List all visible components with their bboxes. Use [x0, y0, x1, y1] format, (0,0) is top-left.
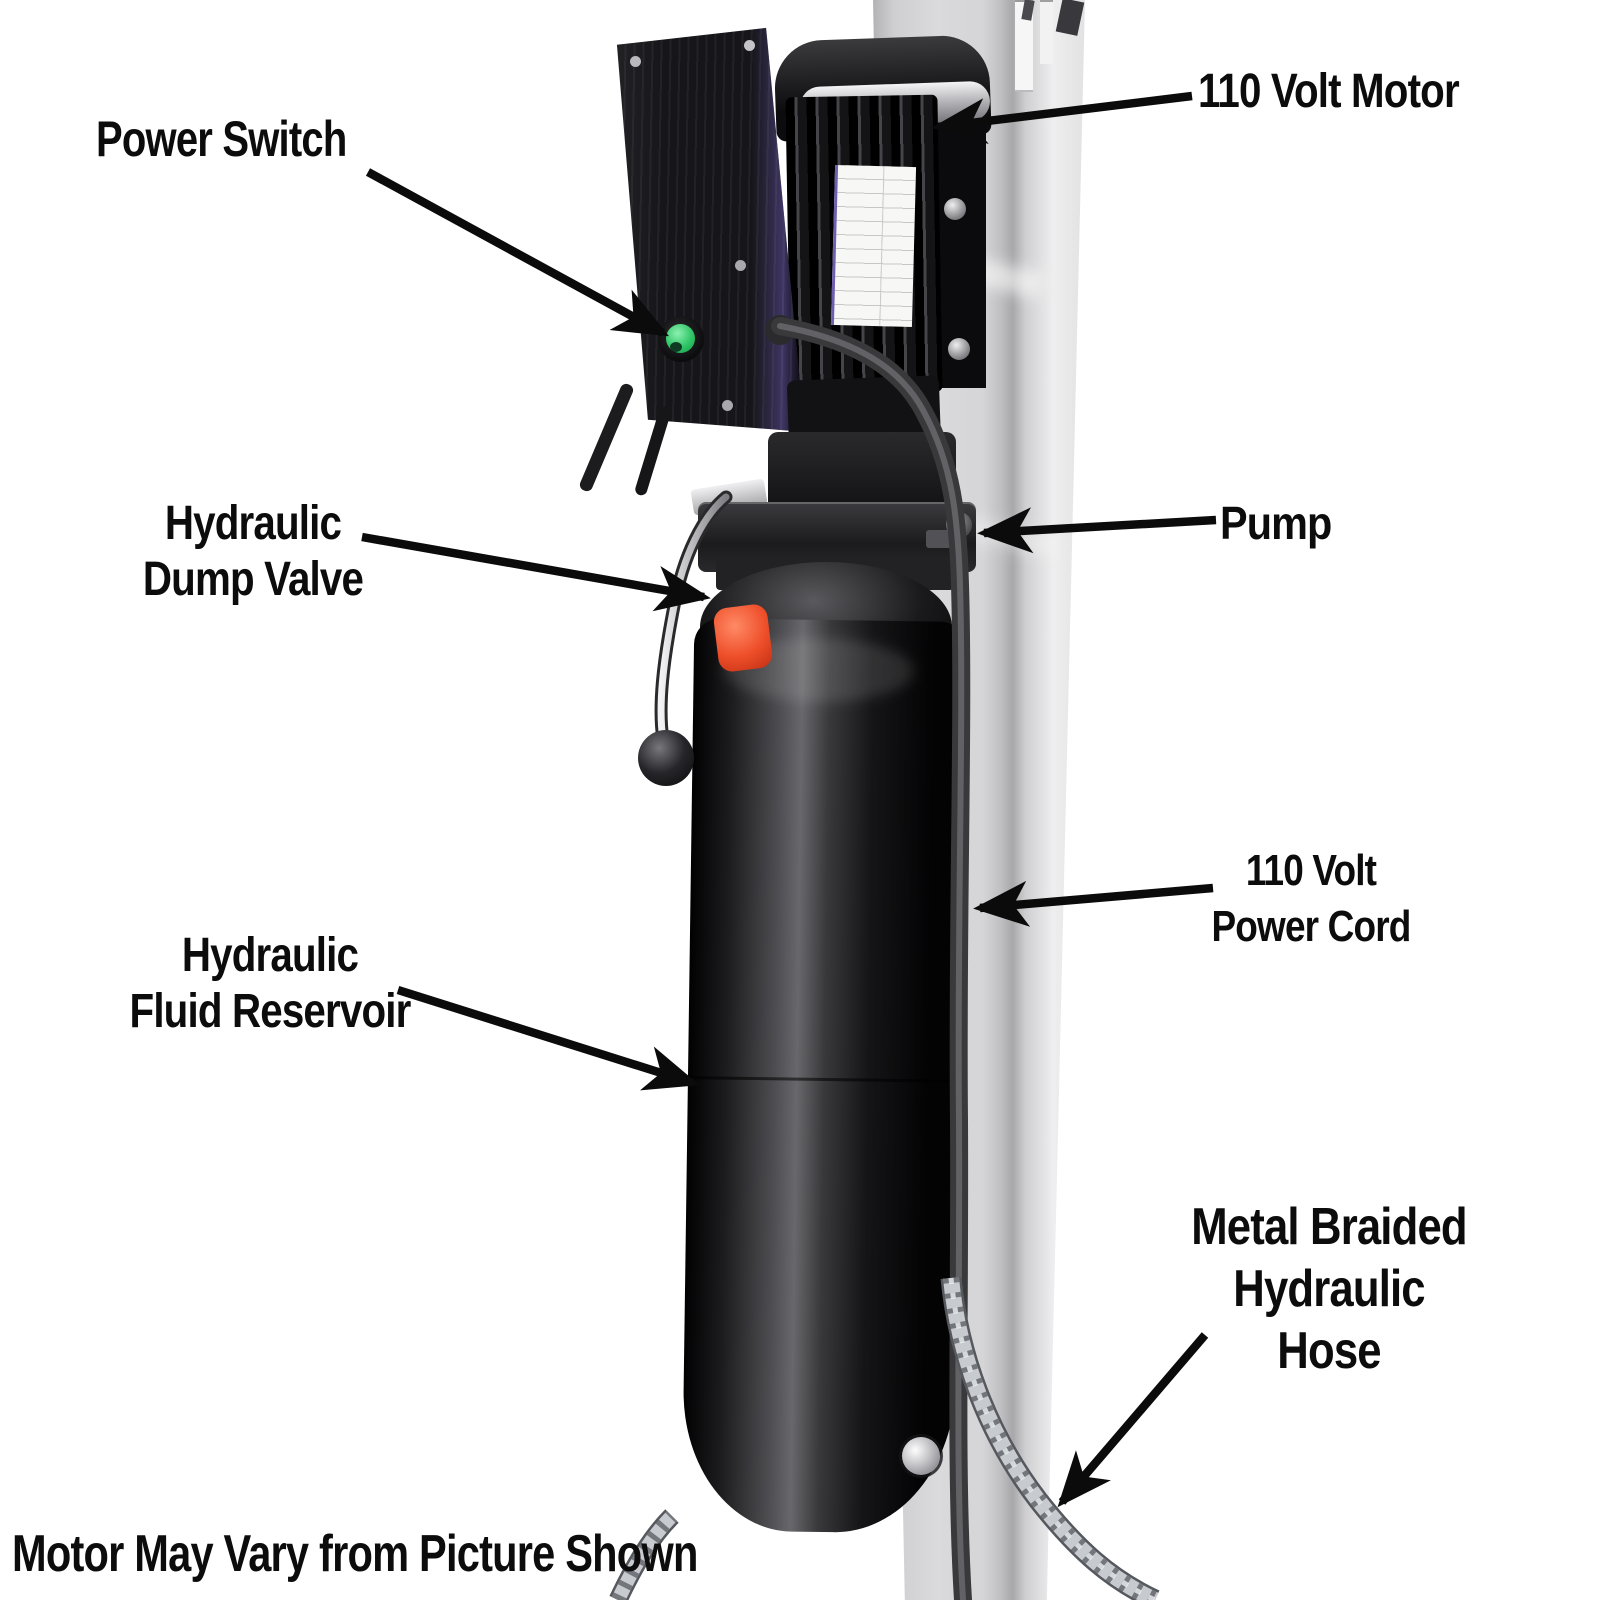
callout-text: Fluid Reservoir — [129, 985, 412, 1038]
callout-text: Pump — [1220, 497, 1332, 549]
power-button-notch — [670, 342, 682, 352]
footer-note: Motor May Vary from Picture Shown — [12, 1524, 698, 1584]
callout-text: Hydraulic — [181, 929, 359, 982]
callout-power-switch: Power Switch — [96, 110, 347, 168]
box-leg — [578, 382, 635, 493]
callout-110-volt-power-cord: 110 Volt Power Cord — [1185, 843, 1437, 955]
reservoir-bolt-icon — [902, 1437, 940, 1475]
flange-bolt-icon — [946, 512, 972, 538]
bracket-screw-icon — [944, 198, 966, 220]
reservoir-cap-red — [712, 602, 774, 674]
callout-text: 110 Volt Motor — [1198, 65, 1460, 118]
post-sticker — [1040, 0, 1053, 64]
callout-metal-braided-hydraulic-hose: Metal Braided Hydraulic Hose — [1178, 1196, 1480, 1382]
callout-text: Power Cord — [1211, 902, 1411, 951]
callout-text: Power Switch — [96, 111, 347, 167]
callout-text: 110 Volt — [1245, 846, 1377, 895]
footer-note-text: Motor May Vary from Picture Shown — [12, 1525, 698, 1583]
reservoir-seam — [687, 1076, 960, 1083]
callout-text: Metal Braided — [1191, 1198, 1467, 1256]
reservoir-body — [681, 618, 967, 1534]
power-button — [666, 324, 695, 353]
arrow-hydraulic-dump-valve — [361, 532, 711, 612]
callout-text: Dump Valve — [142, 553, 364, 606]
motor-spec-label — [830, 164, 917, 328]
callout-pump: Pump — [1220, 496, 1332, 550]
box-screw-icon — [722, 400, 733, 411]
callout-hydraulic-fluid-reservoir: Hydraulic Fluid Reservoir — [127, 928, 413, 1040]
arrow-power-switch — [365, 168, 670, 337]
callout-text: Hydraulic — [164, 497, 342, 550]
lever-ball — [638, 730, 694, 786]
post-sticker — [1015, 0, 1033, 92]
callout-text: Hydraulic Hose — [1233, 1260, 1425, 1380]
box-screw-icon — [630, 56, 641, 67]
bracket-screw-icon — [948, 338, 970, 360]
arrow-hydraulic-fluid-reservoir — [396, 985, 700, 1091]
callout-hydraulic-dump-valve: Hydraulic Dump Valve — [119, 496, 388, 608]
post-glyph — [1055, 0, 1085, 36]
callout-110-volt-motor: 110 Volt Motor — [1198, 64, 1460, 119]
box-screw-icon — [744, 40, 755, 51]
box-screw-icon — [735, 260, 746, 271]
